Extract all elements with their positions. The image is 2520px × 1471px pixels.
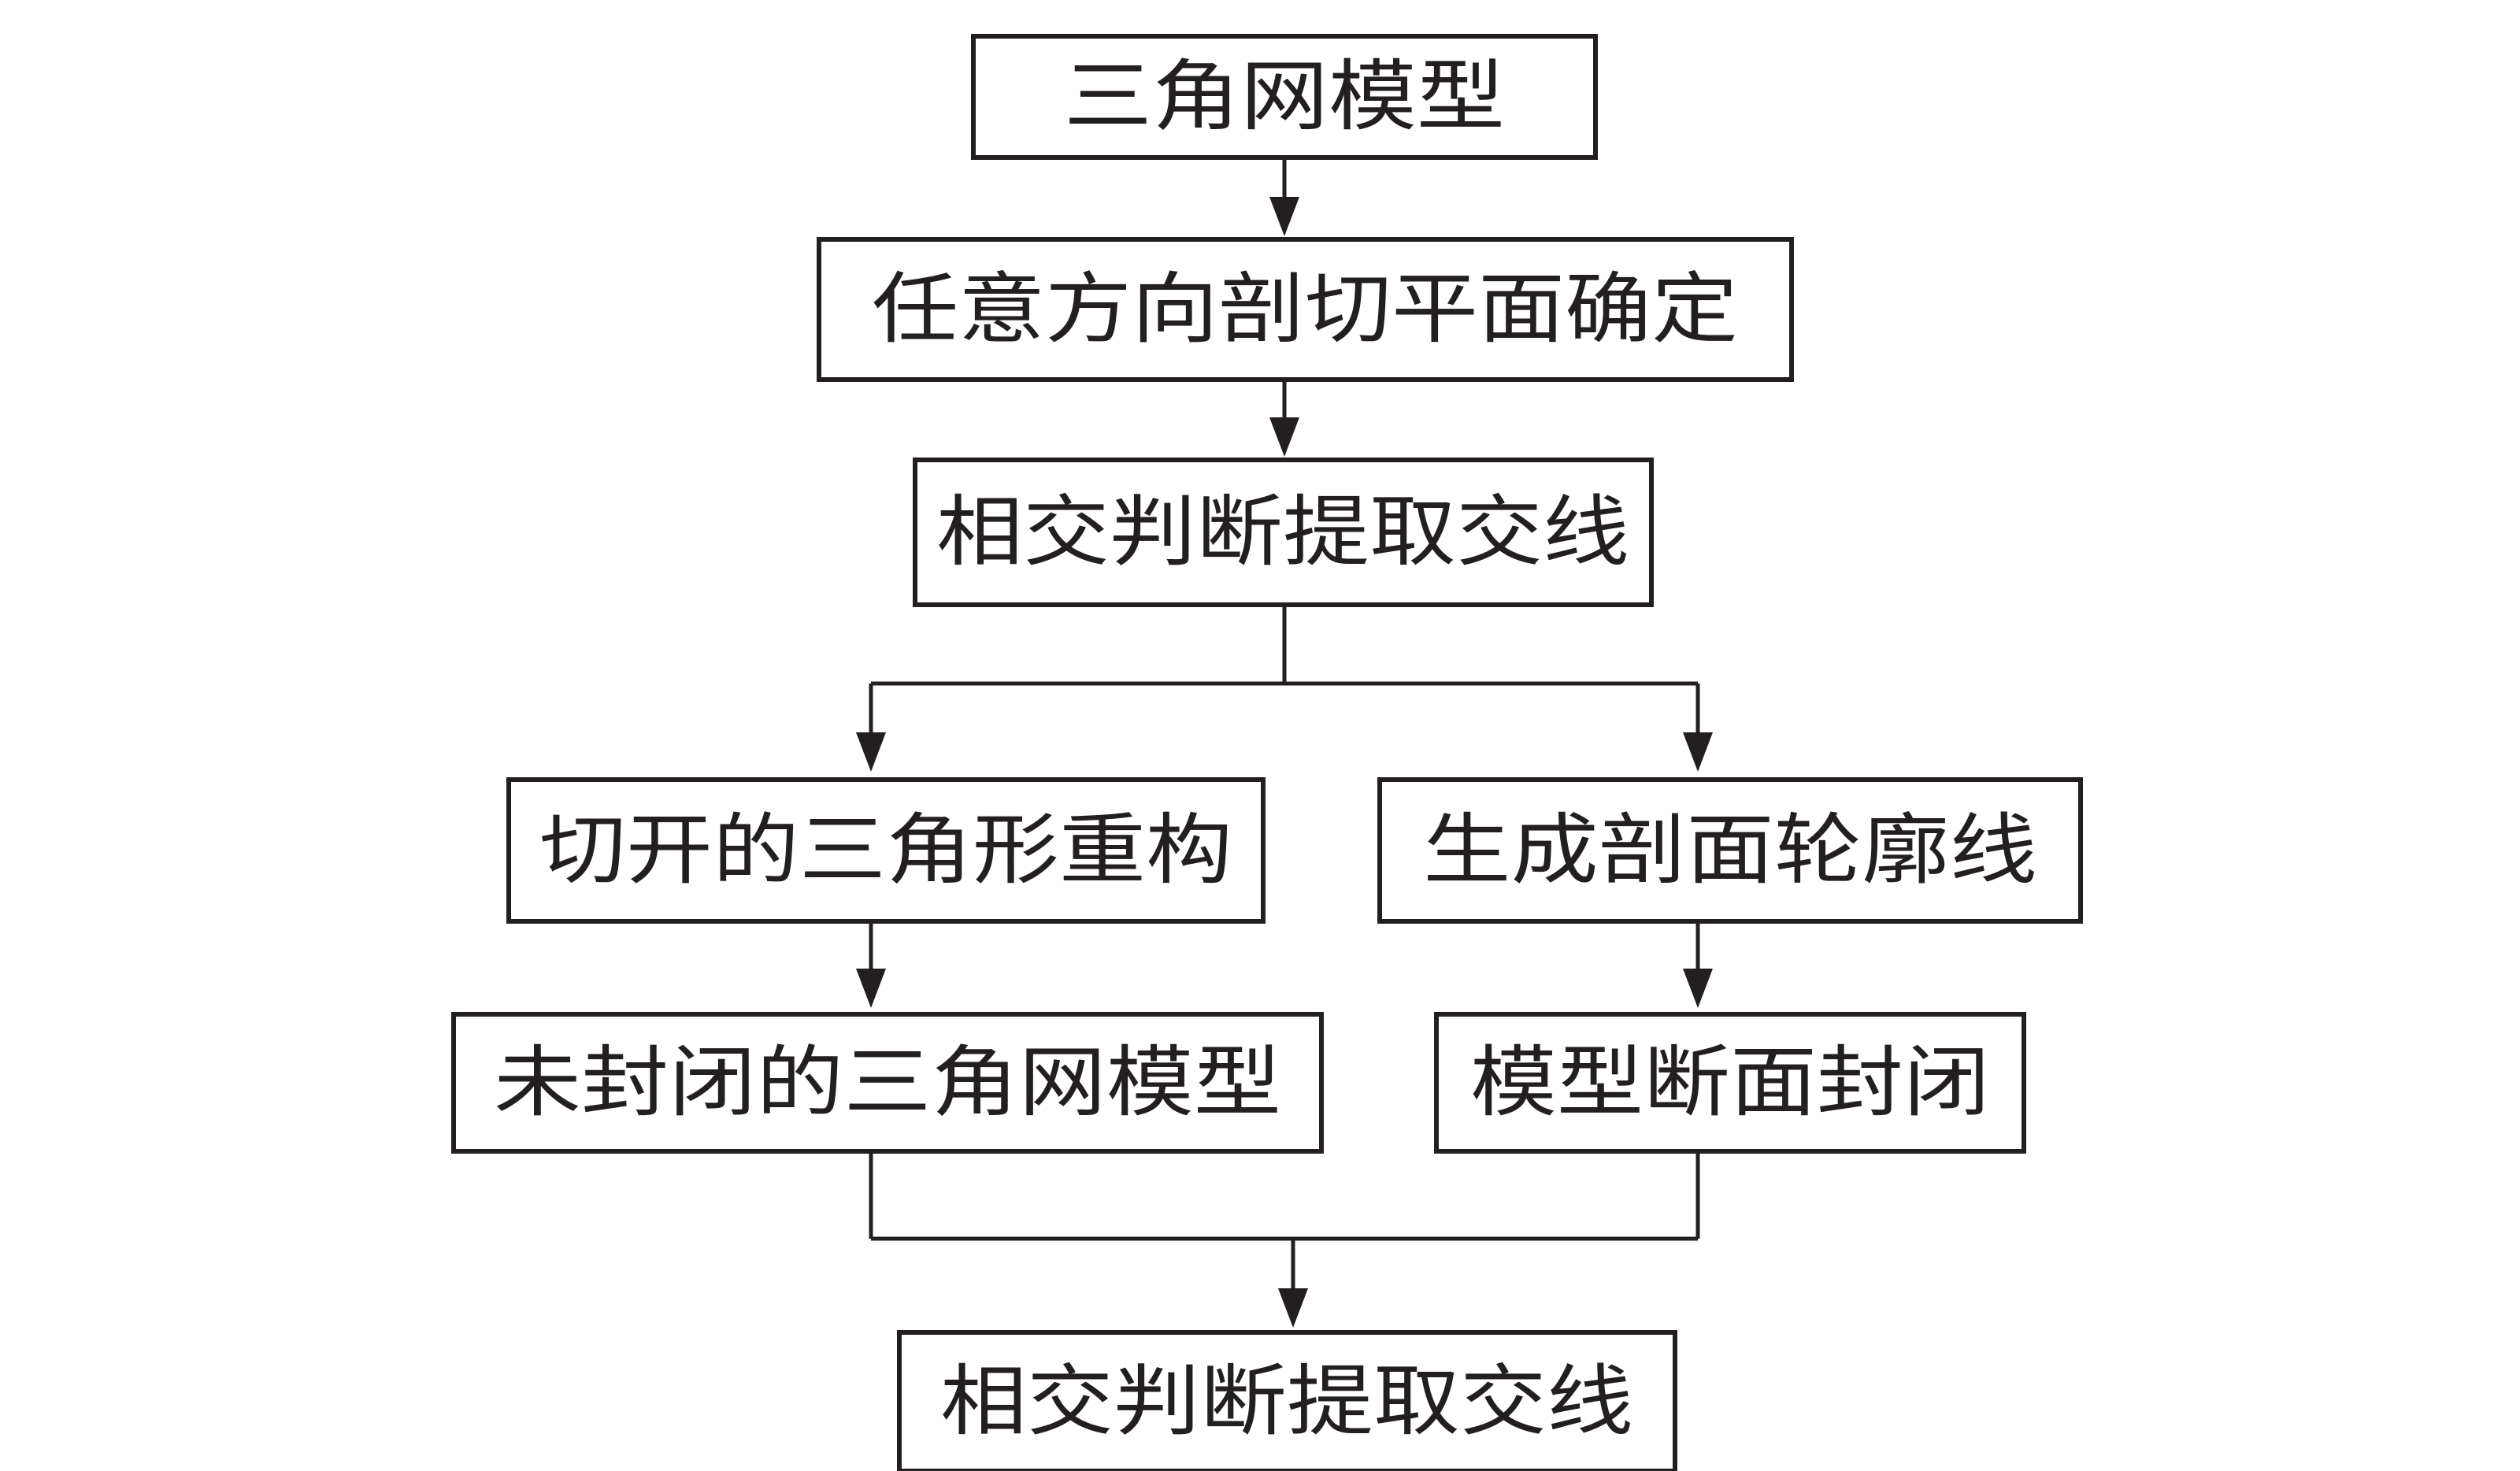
node-box (1434, 1012, 2026, 1154)
connectors (856, 157, 1713, 1328)
arrow-head-icon (856, 969, 886, 1008)
node-mesh-model: 三角网模型 (971, 34, 1598, 160)
node-unclosed-model: 未封闭的三角网模型 (451, 1012, 1324, 1154)
node-label: 未封闭的三角网模型 (494, 1038, 1281, 1128)
node-section-closure: 模型断面封闭 (1434, 1012, 2026, 1154)
node-section-contour: 生成剖面轮廓线 (1377, 777, 2083, 924)
node-box (817, 237, 1794, 382)
arrow-head-icon (856, 732, 886, 772)
node-box (506, 777, 1266, 924)
node-label: 相交判断提取交线 (936, 487, 1629, 577)
node-cut-plane: 任意方向剖切平面确定 (817, 237, 1794, 382)
node-box (971, 34, 1598, 160)
node-box (451, 1012, 1324, 1154)
node-triangle-rebuild: 切开的三角形重构 (506, 777, 1266, 924)
arrow-head-icon (1269, 417, 1299, 457)
node-intersect-top: 相交判断提取交线 (913, 458, 1654, 607)
node-label: 三角网模型 (1064, 52, 1505, 142)
node-intersect-bottom: 相交判断提取交线 (897, 1330, 1677, 1471)
node-label: 任意方向剖切平面确定 (872, 265, 1738, 354)
node-label: 模型断面封闭 (1470, 1038, 1990, 1128)
node-box (897, 1330, 1677, 1471)
node-box (1377, 777, 2083, 924)
arrow-head-icon (1278, 1288, 1308, 1328)
node-label: 切开的三角形重构 (539, 806, 1232, 895)
arrow-head-icon (1269, 197, 1299, 236)
arrow-head-icon (1683, 732, 1713, 772)
node-box (913, 458, 1654, 607)
node-label: 生成剖面轮廓线 (1423, 806, 2037, 895)
arrow-head-icon (1683, 969, 1713, 1008)
node-label: 相交判断提取交线 (940, 1357, 1633, 1447)
